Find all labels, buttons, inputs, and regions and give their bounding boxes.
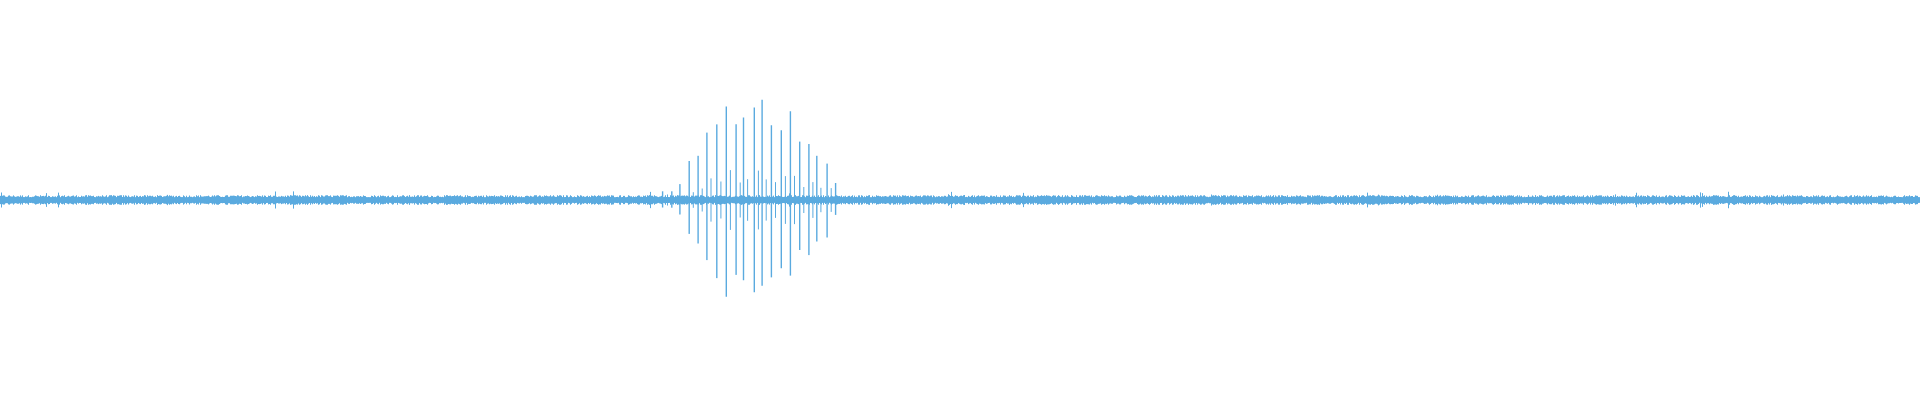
- waveform-amplitude-group: [0, 99, 1920, 297]
- waveform-noise: [0, 191, 1920, 209]
